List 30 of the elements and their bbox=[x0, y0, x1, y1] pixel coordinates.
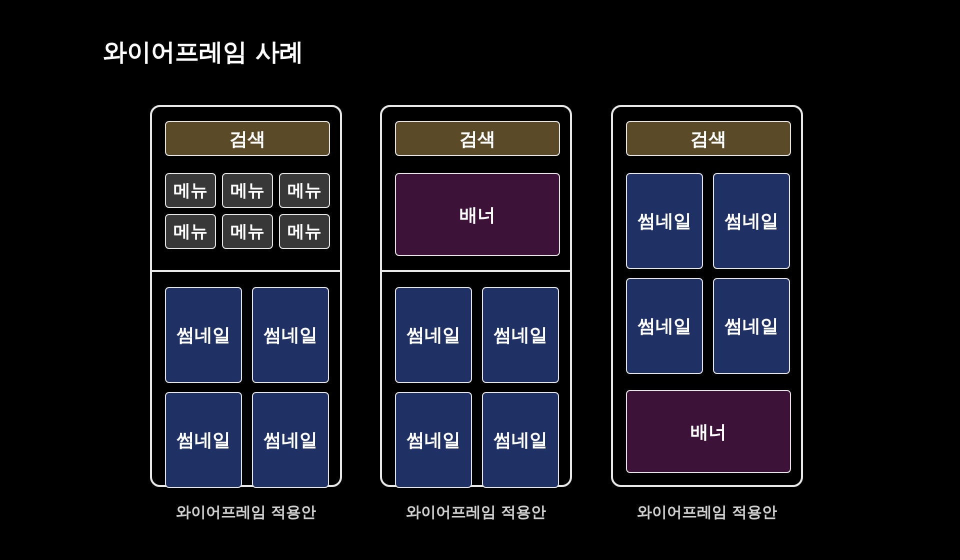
node-label: 와이어프레임 적용안 bbox=[174, 503, 318, 522]
thumbnail-card: 썸네일 bbox=[395, 392, 472, 488]
menu-item: 메뉴 bbox=[222, 173, 273, 208]
thumbnail-card: 썸네일 bbox=[626, 173, 703, 269]
thumbnail-card: 썸네일 bbox=[395, 287, 472, 383]
banner: 배너 bbox=[395, 173, 560, 256]
thumbnail-card: 썸네일 bbox=[482, 287, 559, 383]
thumbnail-card: 썸네일 bbox=[252, 287, 329, 383]
thumbnail-card: 썸네일 bbox=[252, 392, 329, 488]
search-bar: 검색 bbox=[626, 121, 791, 156]
phone-frame bbox=[150, 105, 342, 487]
thumbnail-card: 썸네일 bbox=[482, 392, 559, 488]
menu-item: 메뉴 bbox=[279, 214, 330, 249]
menu-item: 메뉴 bbox=[222, 214, 273, 249]
thumbnail-card: 썸네일 bbox=[165, 392, 242, 488]
node-label: 와이어프레임 적용안 bbox=[404, 503, 548, 522]
node-label: 와이어프레임 적용안 bbox=[636, 503, 778, 522]
thumbnail-card: 썸네일 bbox=[713, 173, 790, 269]
thumbnail-card: 썸네일 bbox=[713, 278, 790, 374]
search-bar: 검색 bbox=[395, 121, 560, 156]
menu-item: 메뉴 bbox=[165, 173, 216, 208]
thumbnail-card: 썸네일 bbox=[626, 278, 703, 374]
banner: 배너 bbox=[626, 390, 791, 473]
phone-frame bbox=[380, 105, 572, 487]
search-bar: 검색 bbox=[165, 121, 330, 156]
phone-frame bbox=[611, 105, 803, 487]
menu-item: 메뉴 bbox=[165, 214, 216, 249]
thumbnail-card: 썸네일 bbox=[165, 287, 242, 383]
menu-item: 메뉴 bbox=[279, 173, 330, 208]
title: 와이어프레임 사례 bbox=[103, 37, 304, 68]
